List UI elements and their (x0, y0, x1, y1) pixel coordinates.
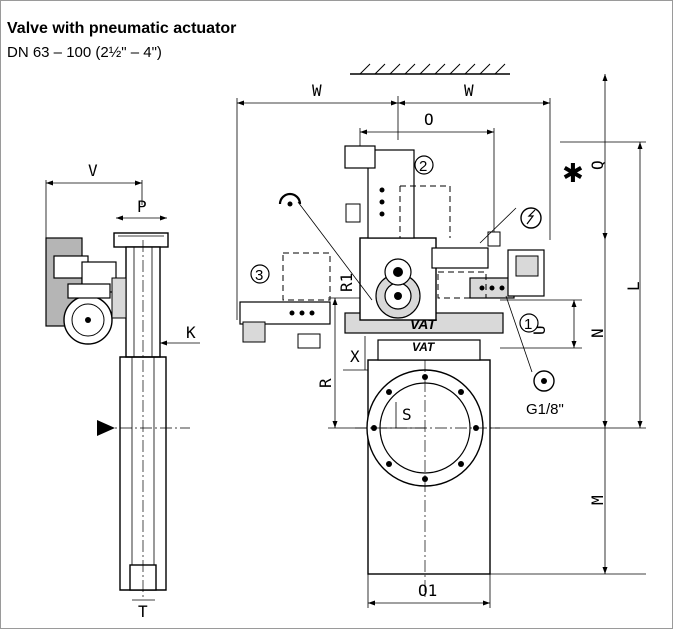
dim-u-label: U (530, 325, 549, 335)
dim-x-label: X (350, 347, 360, 366)
callout-3-label: 3 (255, 267, 263, 284)
side-view: V P K T (45, 161, 200, 621)
position-indicator-icon (278, 192, 302, 205)
dim-s-label: S (402, 405, 412, 424)
callout-circle-3 (250, 264, 270, 284)
asterisk-icon: ✱ (562, 159, 584, 189)
callout-1-label: 1 (524, 316, 532, 333)
dim-o-label: O (424, 110, 434, 129)
callout-circle-2 (414, 155, 434, 175)
callout-2-label: 2 (419, 158, 427, 175)
dim-w-left-label: W (312, 81, 322, 100)
dim-w-right-label: W (464, 81, 474, 100)
dim-k-label: K (186, 323, 196, 342)
vat-logo-text-2: VAT (412, 340, 436, 354)
dim-n-label: N (588, 328, 607, 338)
thread-label: G1/8" (526, 401, 564, 418)
callout-circle-1 (519, 313, 539, 333)
page-subtitle: DN 63 – 100 (2½" – 4") (7, 44, 162, 61)
dim-v-label: V (88, 161, 98, 180)
callouts: 2 3 1 G1/8" (250, 155, 564, 418)
dim-p-label: P (137, 197, 147, 216)
dim-t-label: T (138, 602, 148, 621)
dim-m-label: M (588, 495, 607, 505)
dim-r-label: R (316, 378, 335, 388)
dim-o1-label: O1 (418, 581, 437, 600)
front-view: W W O Q ✱ L U N M (236, 63, 646, 608)
dim-l-label: L (624, 281, 643, 291)
page-title: Valve with pneumatic actuator (7, 20, 237, 37)
dim-q-label: Q (588, 160, 607, 170)
dim-r1-label: R1 (337, 273, 356, 292)
